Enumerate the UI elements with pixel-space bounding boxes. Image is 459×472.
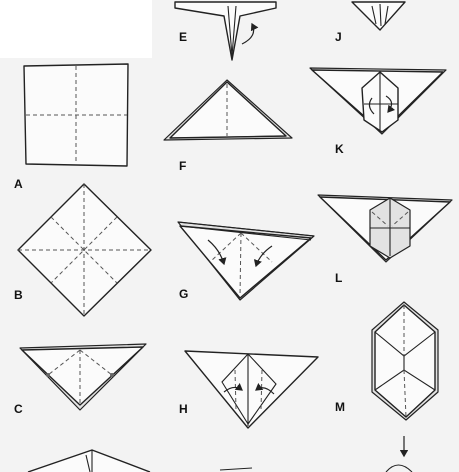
step-partial-bottom-right (386, 436, 412, 472)
step-label-a: A (14, 177, 23, 191)
step-partial-bottom-middle (220, 468, 252, 470)
step-label-l: L (335, 271, 342, 285)
step-label-b: B (14, 288, 23, 302)
step-label-j: J (335, 30, 342, 44)
step-label-k: K (335, 142, 344, 156)
step-m-drawing (372, 302, 438, 420)
step-c-drawing (20, 344, 146, 410)
step-label-h: H (179, 402, 188, 416)
step-l-drawing (318, 195, 452, 262)
step-label-c: C (14, 402, 23, 416)
step-label-f: F (179, 159, 186, 173)
blank-panel (0, 0, 152, 58)
step-label-g: G (179, 287, 188, 301)
step-f-drawing (164, 80, 292, 140)
step-k-drawing (310, 68, 446, 134)
step-h-drawing (185, 351, 318, 428)
step-a-drawing (24, 64, 128, 166)
step-partial-bottom-left (28, 450, 150, 472)
step-g-drawing (178, 222, 314, 300)
step-j-drawing (352, 2, 405, 30)
step-e-drawing (175, 2, 276, 60)
step-label-e: E (179, 30, 187, 44)
step-b-drawing (18, 184, 151, 316)
step-label-m: M (335, 400, 345, 414)
